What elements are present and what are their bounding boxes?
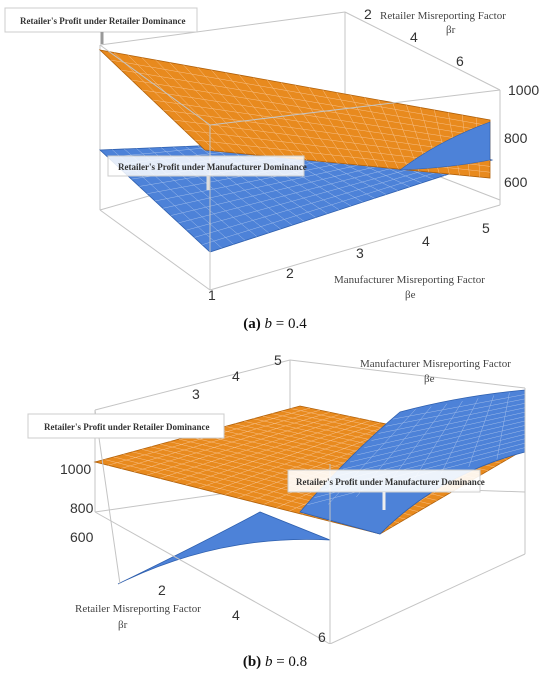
- z-tick-label: 1000: [508, 82, 539, 98]
- legend-label-retailer-dominance-a: Retailer's Profit under Retailer Dominan…: [20, 16, 185, 26]
- be-axis-symbol: βe: [405, 289, 416, 301]
- be-tick-label: 5: [274, 352, 282, 368]
- caption-b: (b) b = 0.8: [0, 654, 550, 671]
- mesh-line: [133, 412, 331, 473]
- br-axis-ticks-a: 2 4 6: [364, 6, 464, 69]
- br-axis-label-b: Retailer Misreporting Factor βr: [75, 603, 201, 631]
- plot-box-front-b: [94, 388, 526, 644]
- z-axis-ticks-a: 600 800 1000: [504, 82, 539, 190]
- br-tick-label: 4: [410, 29, 418, 45]
- caption-value-a: 0.4: [287, 316, 307, 332]
- mesh-line: [131, 79, 490, 138]
- br-axis-symbol: βr: [446, 24, 456, 36]
- legend-label-manufacturer-dominance-a: Retailer's Profit under Manufacturer Dom…: [118, 162, 307, 172]
- br-tick-label: 2: [158, 582, 166, 598]
- mesh-line: [159, 416, 351, 479]
- be-tick-label: 3: [192, 386, 200, 402]
- br-axis-ticks-b: 2 4 6: [158, 582, 326, 644]
- mesh-line: [141, 89, 490, 144]
- br-tick-label: 6: [456, 53, 464, 69]
- z-tick-label: 600: [70, 529, 94, 545]
- mesh-line: [440, 398, 479, 475]
- mesh-line: [120, 69, 490, 132]
- surface-intersection-region-a: [399, 121, 491, 171]
- mesh-line: [468, 395, 494, 468]
- be-axis-title: Manufacturer Misreporting Factor: [334, 274, 485, 286]
- legend-retailer-dominance-b: Retailer's Profit under Retailer Dominan…: [27, 413, 225, 439]
- caption-equals-a: =: [275, 316, 285, 332]
- br-axis-title: Retailer Misreporting Factor: [75, 603, 201, 615]
- plot-box-front-a: [99, 44, 501, 291]
- chart-panel-a: Retailer's Profit under Retailer Dominan…: [0, 6, 550, 333]
- be-axis-symbol: βe: [424, 373, 435, 385]
- legend-label-retailer-dominance-b: Retailer's Profit under Retailer Dominan…: [44, 422, 209, 432]
- be-tick-label: 5: [482, 220, 490, 236]
- chart-panel-b: Retailer's Profit under Retailer Dominan…: [0, 344, 550, 681]
- be-axis-ticks-b: 3 4 5: [192, 352, 282, 402]
- mesh-line: [146, 414, 341, 476]
- mesh-line: [120, 409, 321, 469]
- be-tick-label: 2: [286, 265, 294, 281]
- mesh-line: [211, 424, 391, 492]
- z-tick-label: 800: [70, 500, 94, 516]
- mesh-line: [110, 59, 490, 127]
- be-axis-title: Manufacturer Misreporting Factor: [360, 358, 511, 370]
- legend-label-manufacturer-dominance-b: Retailer's Profit under Manufacturer Dom…: [296, 477, 485, 487]
- be-axis-label-b: Manufacturer Misreporting Factor βe: [360, 358, 511, 385]
- mesh-line: [198, 422, 381, 489]
- z-tick-label: 800: [504, 130, 528, 146]
- caption-param-b: b: [264, 654, 273, 670]
- z-tick-label: 600: [504, 174, 528, 190]
- mesh-line: [152, 99, 490, 150]
- caption-panel-label-a: (a): [243, 316, 261, 332]
- z-axis-ticks-b: 1000 800 600: [60, 461, 94, 545]
- be-tick-label: 4: [232, 368, 240, 384]
- br-axis-title: Retailer Misreporting Factor: [380, 10, 506, 22]
- br-tick-label: 4: [232, 607, 240, 623]
- be-axis-ticks-a: 1 2 3 4 5: [208, 220, 490, 303]
- surface-plot-a: Retailer's Profit under Retailer Dominan…: [4, 6, 539, 303]
- legend-manufacturer-dominance-a: Retailer's Profit under Manufacturer Dom…: [107, 155, 307, 190]
- br-tick-label: 2: [364, 6, 372, 22]
- surface-retailer-dominance-a: [98, 49, 491, 179]
- z-tick-label: 1000: [60, 461, 91, 477]
- legend-retailer-dominance-a: Retailer's Profit under Retailer Dominan…: [4, 7, 198, 44]
- legend-manufacturer-dominance-b: Retailer's Profit under Manufacturer Dom…: [287, 469, 485, 510]
- br-axis-symbol: βr: [118, 619, 128, 631]
- mesh-line: [496, 392, 510, 460]
- surface-manufacturer-dominance-b: [117, 511, 331, 585]
- be-tick-label: 4: [422, 233, 430, 249]
- caption-a: (a) b = 0.4: [0, 316, 550, 333]
- caption-equals-b: =: [276, 654, 285, 670]
- surface-plot-b: Retailer's Profit under Retailer Dominan…: [27, 352, 526, 644]
- mesh-line: [412, 400, 463, 483]
- be-axis-label-a: Manufacturer Misreporting Factor βe: [334, 274, 485, 301]
- br-axis-label-a: Retailer Misreporting Factor βr: [380, 10, 506, 36]
- be-tick-label: 3: [356, 245, 364, 261]
- mesh-line: [185, 420, 371, 486]
- caption-value-b: 0.8: [288, 654, 308, 670]
- be-tick-label: 1: [208, 287, 216, 303]
- surface-manufacturer-dominance-upper-b: [299, 389, 526, 535]
- mesh-line: [172, 418, 361, 482]
- br-tick-label: 6: [318, 629, 326, 644]
- caption-panel-label-b: (b): [242, 654, 262, 670]
- caption-param-a: b: [264, 316, 273, 332]
